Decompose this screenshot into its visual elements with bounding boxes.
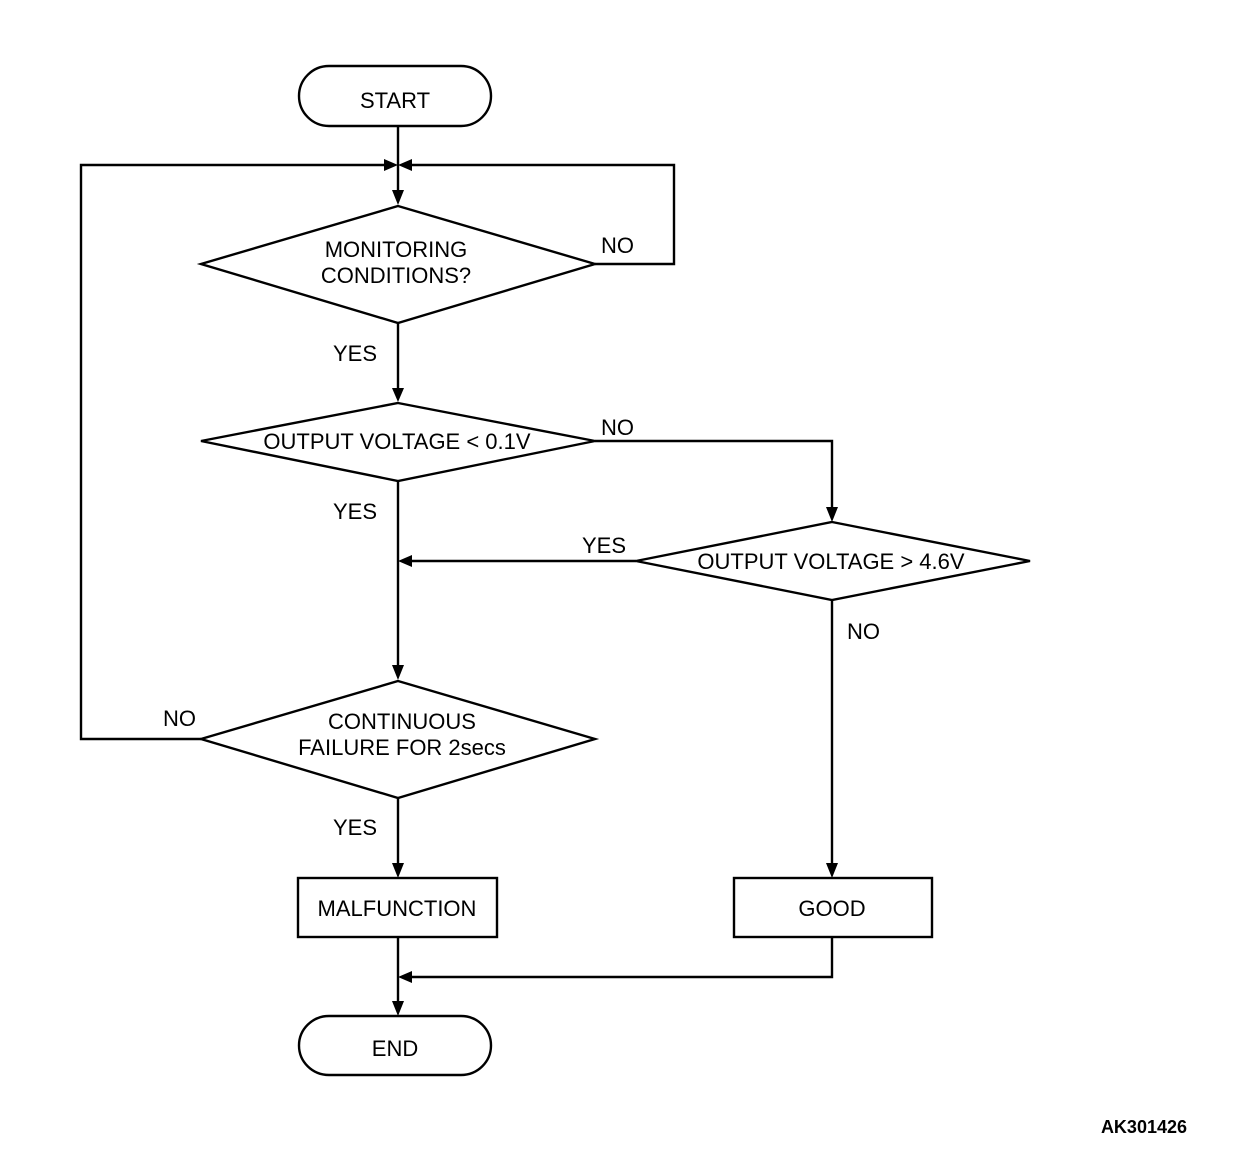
continuous-label-line-1: CONTINUOUS — [328, 709, 476, 734]
connector-good-to-end — [412, 937, 834, 979]
monitoring-label-line-2: CONDITIONS? — [321, 263, 471, 288]
end-label: END — [372, 1036, 418, 1061]
edge-label-high-voltage-yes: YES — [582, 533, 626, 558]
arrowhead-malfunction-in — [392, 863, 404, 878]
edge-label-low-voltage-no: NO — [601, 415, 634, 440]
arrowhead-high-voltage-in — [826, 507, 838, 522]
high-voltage-label: OUTPUT VOLTAGE > 4.6V — [697, 549, 964, 574]
low-voltage-label: OUTPUT VOLTAGE < 0.1V — [263, 429, 530, 454]
edge-label-continuous-no: NO — [163, 706, 196, 731]
arrowhead-good-join — [398, 971, 412, 983]
continuous-label-line-2: FAILURE FOR 2secs — [298, 735, 506, 760]
edge-label-continuous-yes: YES — [333, 815, 377, 840]
start-label: START — [360, 88, 430, 113]
edge-label-monitoring-no: NO — [601, 233, 634, 258]
start-terminal: START — [297, 64, 493, 128]
arrowhead-low-voltage-in — [392, 388, 404, 402]
high-voltage-decision: OUTPUT VOLTAGE > 4.6V — [635, 520, 1031, 602]
arrowhead-end-in — [392, 1001, 404, 1016]
end-terminal: END — [297, 1014, 493, 1077]
malfunction-label: MALFUNCTION — [318, 896, 477, 921]
edge-label-monitoring-yes: YES — [333, 341, 377, 366]
arrowhead-monitoring-in — [392, 190, 404, 205]
good-label: GOOD — [798, 896, 865, 921]
arrowhead-high-voltage-yes — [398, 555, 412, 567]
monitoring-label-line-1: MONITORING — [325, 237, 468, 262]
continuous-failure-decision: CONTINUOUS FAILURE FOR 2secs — [196, 679, 600, 800]
monitoring-conditions-decision: MONITORING CONDITIONS? — [196, 204, 600, 325]
reference-code: AK301426 — [1101, 1117, 1187, 1137]
connector-continuous-no-loop — [79, 163, 384, 741]
edge-label-high-voltage-no: NO — [847, 619, 880, 644]
edge-label-low-voltage-yes: YES — [333, 499, 377, 524]
arrowhead-continuous-no-loop — [384, 159, 398, 171]
arrowhead-continuous-in — [392, 665, 404, 680]
low-voltage-decision: OUTPUT VOLTAGE < 0.1V — [200, 401, 596, 483]
malfunction-box: MALFUNCTION — [296, 876, 499, 939]
good-box: GOOD — [732, 876, 934, 939]
connector-low-voltage-no — [595, 439, 834, 507]
connector-monitoring-no-loop — [412, 163, 676, 266]
arrowhead-monitoring-no-loop — [398, 159, 412, 171]
arrowhead-good-in — [826, 863, 838, 878]
